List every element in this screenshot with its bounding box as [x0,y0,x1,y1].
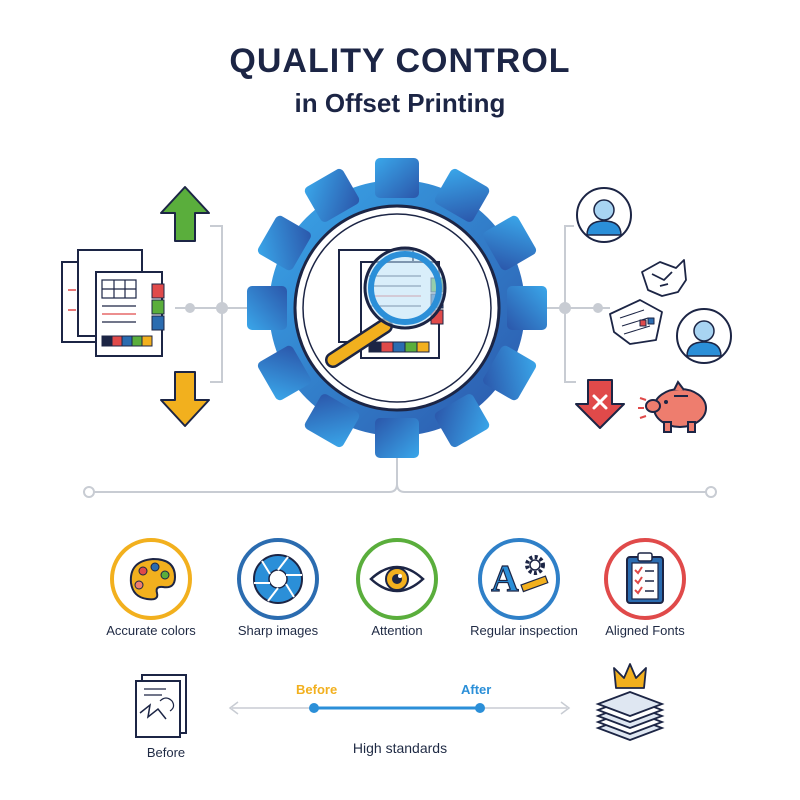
document-stack-icon [61,249,165,357]
feature-label-colors: Accurate colors [106,623,196,638]
left-connector [175,225,265,383]
feature-attention-circle [356,538,438,620]
paper-stack-crown-icon [595,663,665,741]
person-avatar-icon [676,308,732,364]
timeline-after-dot [475,703,485,713]
arrow-up-icon [160,186,210,242]
palette-icon [129,557,177,601]
before-caption: Before [146,745,186,760]
feature-fonts-circle [604,538,686,620]
page-title: QUALITY CONTROL [229,42,571,80]
timeline-after-label: After [461,682,492,697]
feature-palette-circle [110,538,192,620]
feature-inspection-circle: A [478,538,560,620]
person-avatar-icon [576,187,632,243]
feature-sharp-images-circle [237,538,319,620]
high-standards-caption: High standards [352,740,448,756]
piggy-bank-icon [638,380,707,433]
page-subtitle: in Offset Printing [294,88,506,118]
gear-icon [247,158,547,458]
font-gear-icon: A [491,555,549,601]
feature-label-attention: Attention [371,623,423,638]
eye-icon [369,565,425,593]
crumpled-paper-icon [609,299,663,345]
damaged-document-icon [135,674,187,738]
bottom-bus-line [83,455,717,498]
feature-label-inspection: Regular inspection [470,623,578,638]
feature-label-fonts: Aligned Fonts [605,623,685,638]
reject-arrow-icon [575,379,625,429]
magnifier-icon [325,246,447,368]
camera-aperture-icon [253,554,303,604]
svg-text:A: A [491,558,519,600]
timeline-before-label: Before [296,682,338,697]
timeline-before-dot [309,703,319,713]
crumpled-paper-icon [641,259,687,297]
right-connector [530,225,610,383]
clipboard-checklist-icon [626,552,664,604]
arrow-down-icon [160,371,210,427]
feature-label-sharp: Sharp images [237,623,319,638]
